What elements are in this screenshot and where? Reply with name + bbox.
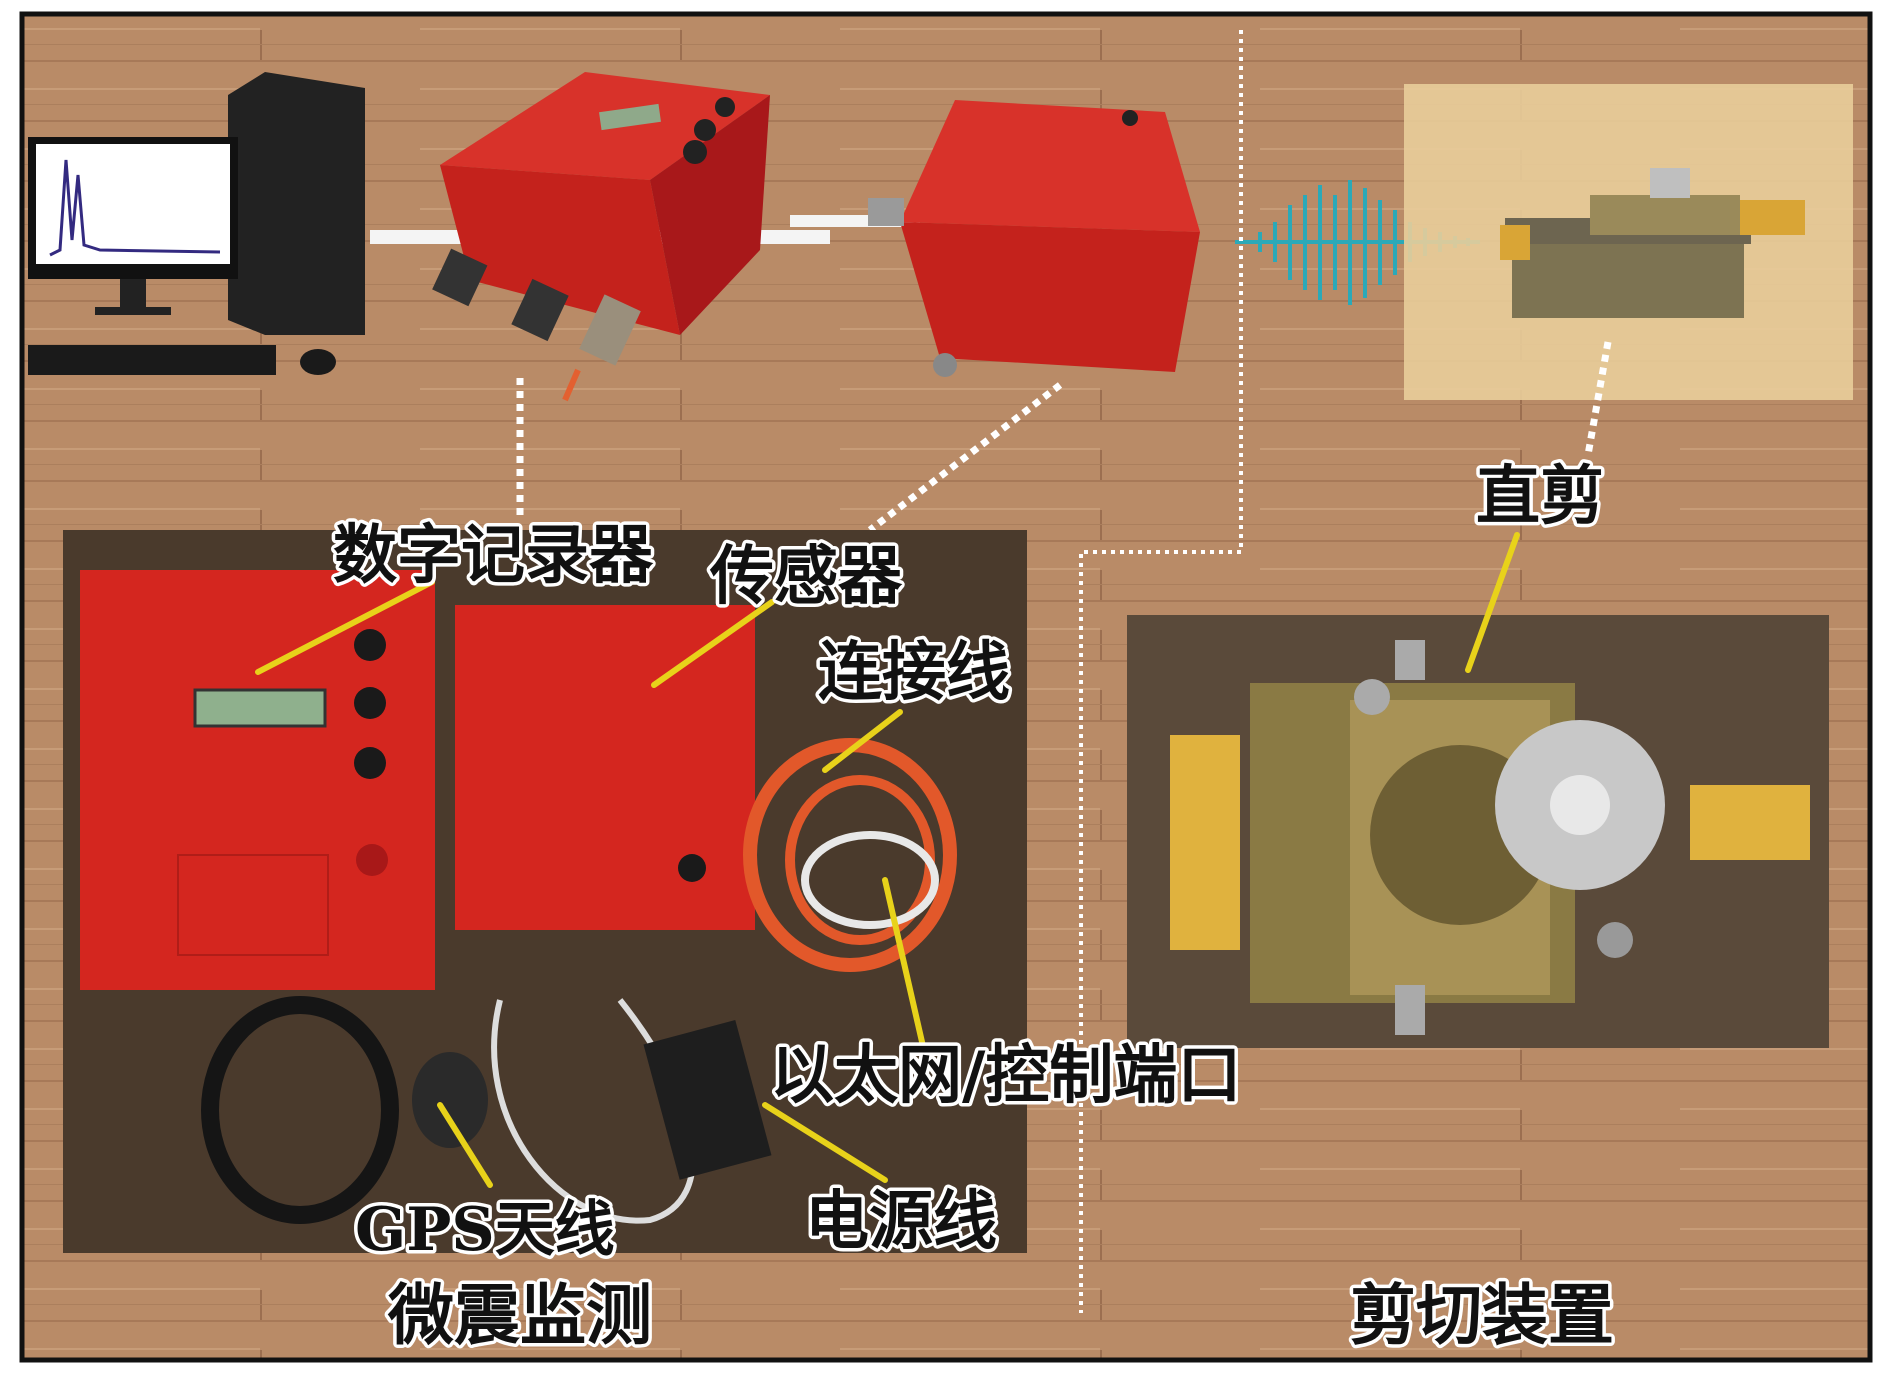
label-connection-cable: 连接线: [818, 635, 1010, 710]
digital-recorder-photo: [432, 72, 770, 402]
label-sensor: 传感器: [709, 539, 903, 614]
shear-device-top-photo: [1127, 615, 1829, 1048]
connector-sensor: [867, 382, 1063, 533]
leader-lines: [255, 532, 1520, 1188]
label-direct-shear: 直剪: [1476, 459, 1604, 534]
label-ethernet-control-port: 以太网/控制端口: [770, 1038, 1241, 1113]
section-title-shear-device: 剪切装置: [1350, 1276, 1614, 1354]
microseismic-kit-photo: [63, 530, 1027, 1253]
shear-device-side-photo: [1500, 168, 1805, 318]
computer-setup: [28, 72, 920, 375]
sensor-photo: [868, 100, 1200, 377]
label-power-cable: 电源线: [805, 1184, 997, 1259]
connector-shear: [1584, 341, 1612, 456]
label-gps-antenna: GPS天线: [355, 1195, 615, 1265]
divider-line: [1079, 30, 1243, 1313]
label-digital-recorder: 数字记录器: [333, 518, 654, 593]
section-title-microseismic: 微震监测: [387, 1276, 652, 1354]
